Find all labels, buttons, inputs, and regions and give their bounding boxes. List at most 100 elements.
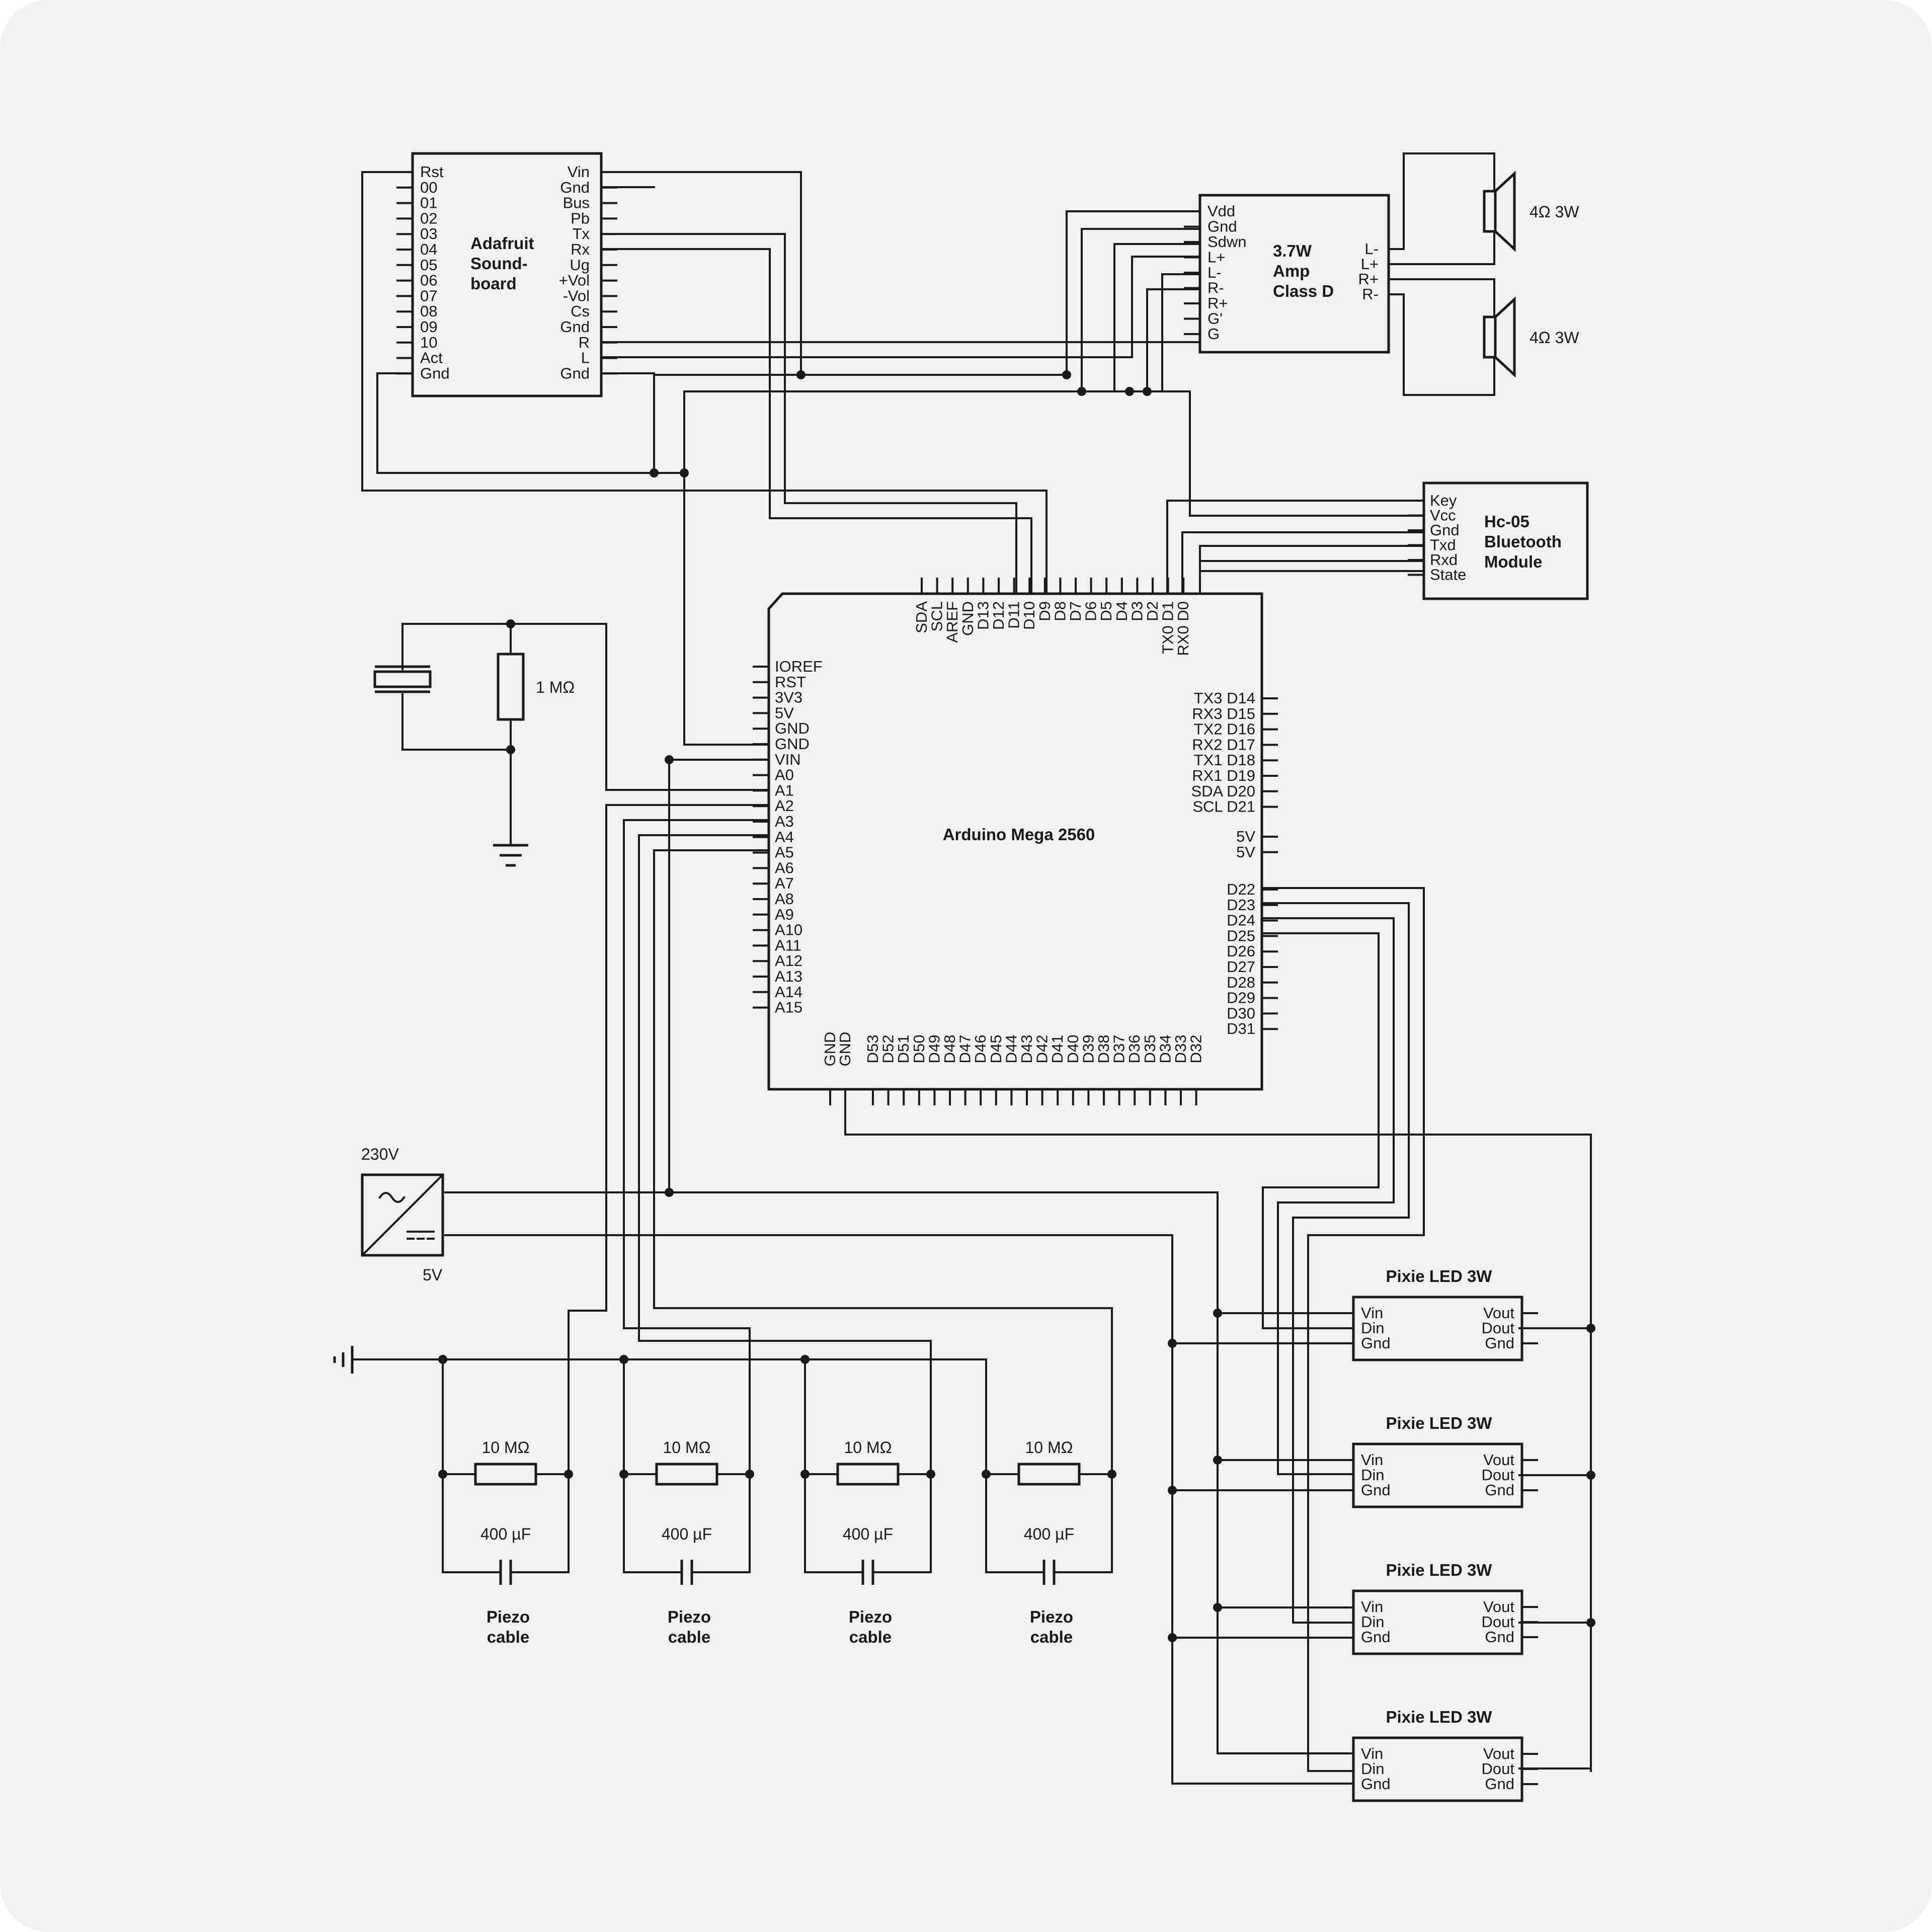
arduino-right-top-pin-4: TX1 D18 bbox=[1194, 751, 1255, 769]
arduino-right-top-pin-6: SDA D20 bbox=[1191, 782, 1255, 800]
arduino-bottom-pin-7: D48 bbox=[941, 1035, 958, 1064]
led-0-left-pin-2: Gnd bbox=[1361, 1334, 1391, 1352]
arduino-top-pin-4: D13 bbox=[974, 601, 992, 630]
arduino-right-bottom-pin-3: D25 bbox=[1227, 927, 1255, 944]
arduino-right-bottom-pin-8: D30 bbox=[1227, 1004, 1255, 1022]
led-3-left-pin-1: Din bbox=[1361, 1760, 1385, 1778]
arduino-right-5v-pin-0: 5V bbox=[1236, 828, 1255, 845]
power-input-label: 230V bbox=[361, 1145, 399, 1163]
amp-title-line-3: Class D bbox=[1273, 282, 1334, 300]
arduino-top-pin-2: AREF bbox=[943, 601, 961, 643]
amp-left-pin-5: R- bbox=[1208, 279, 1224, 297]
arduino-left-pin-22: A15 bbox=[775, 999, 802, 1016]
soundboard-right-pin-8: -Vol bbox=[563, 287, 590, 304]
arduino-left-pin-14: A7 bbox=[775, 874, 794, 892]
arduino-left-pin-19: A12 bbox=[775, 952, 802, 970]
soundboard-left-pin-12: Act bbox=[420, 349, 443, 367]
arduino-left-pin-18: A11 bbox=[775, 936, 801, 954]
arduino-bottom-pin-5: D50 bbox=[910, 1035, 928, 1064]
soundboard-right-pin-13: Gnd bbox=[560, 364, 590, 382]
arduino-bottom-pin-8: D47 bbox=[956, 1035, 974, 1064]
arduino-bottom-pin-6: D49 bbox=[925, 1035, 943, 1064]
led-0-right-pin-0: Vout bbox=[1483, 1304, 1514, 1322]
bluetooth-pin-1: Vcc bbox=[1430, 507, 1456, 524]
soundboard-right-pin-0: Vin bbox=[568, 163, 590, 181]
arduino-bottom-pin-16: D39 bbox=[1079, 1035, 1097, 1064]
arduino-top-pin-13: D4 bbox=[1113, 601, 1131, 621]
arduino-left-pin-8: A1 bbox=[775, 781, 794, 799]
led-3-left-pin-2: Gnd bbox=[1361, 1775, 1391, 1793]
arduino-top-pin-12: D5 bbox=[1097, 601, 1115, 621]
piezo-label-line-2-3: cable bbox=[1030, 1628, 1073, 1646]
soundboard-left-pin-2: 01 bbox=[420, 194, 437, 212]
speaker-bottom: 4Ω 3W bbox=[1483, 296, 1579, 378]
arduino-right-bottom-pin-9: D31 bbox=[1227, 1020, 1255, 1037]
soundboard-left-pin-11: 10 bbox=[420, 334, 437, 351]
led-1-right-pin-2: Gnd bbox=[1485, 1481, 1514, 1499]
piezo-label-line-2-2: cable bbox=[849, 1628, 892, 1646]
soundboard-right-pin-2: Bus bbox=[563, 194, 590, 212]
led-0-left-pin-1: Din bbox=[1361, 1319, 1385, 1337]
arduino-right-5v-pin-1: 5V bbox=[1236, 843, 1255, 861]
led-3-right-pin-1: Dout bbox=[1482, 1760, 1515, 1778]
arduino-top-pin-6: D11 bbox=[1005, 601, 1023, 629]
arduino-bottom-pin-21: D34 bbox=[1156, 1035, 1174, 1064]
junctions bbox=[438, 370, 1595, 1642]
arduino-right-top-pin-1: RX3 D15 bbox=[1192, 705, 1255, 722]
amp-right-pin-0: L- bbox=[1364, 240, 1379, 258]
arduino-left-pin-20: A13 bbox=[775, 968, 802, 985]
arduino-right-top-pin-7: SCL D21 bbox=[1192, 798, 1255, 816]
arduino-top-pin-9: D8 bbox=[1051, 601, 1069, 621]
arduino-right-top-pin-3: RX2 D17 bbox=[1192, 736, 1255, 753]
crystal-resistor-label: 1 MΩ bbox=[536, 678, 575, 696]
piezo-capacitor-icon-0 bbox=[499, 1560, 512, 1585]
soundboard-left-pin-5: 04 bbox=[420, 240, 437, 258]
arduino-bottom-pin-23: D32 bbox=[1187, 1035, 1205, 1064]
piezo-resistor-3 bbox=[1017, 1463, 1081, 1486]
bluetooth-pin-0: Key bbox=[1430, 492, 1457, 509]
crystal-circuit: 1 MΩ bbox=[373, 623, 575, 867]
led-3-right-pin-0: Vout bbox=[1483, 1745, 1514, 1762]
soundboard-left-pin-7: 06 bbox=[420, 272, 437, 289]
arduino-left-pin-10: A3 bbox=[775, 813, 794, 830]
piezo-capacitor-icon-3 bbox=[1042, 1560, 1056, 1585]
amp-left-pin-0: Vdd bbox=[1208, 202, 1235, 220]
piezo-resistor-0 bbox=[474, 1463, 537, 1486]
bluetooth-title-line-2: Bluetooth bbox=[1484, 532, 1562, 551]
speaker-top-label: 4Ω 3W bbox=[1530, 203, 1579, 221]
arduino-right-bottom-pin-0: D22 bbox=[1227, 880, 1255, 898]
power-output-label: 5V bbox=[423, 1266, 443, 1284]
led-title-2: Pixie LED 3W bbox=[1386, 1561, 1493, 1579]
arduino-bottom-pin-14: D41 bbox=[1049, 1035, 1066, 1064]
arduino-bottom-pin-22: D33 bbox=[1172, 1035, 1189, 1064]
arduino-right-bottom-pin-2: D24 bbox=[1227, 912, 1255, 929]
soundboard-left-pin-8: 07 bbox=[420, 287, 437, 304]
arduino-bottom-pin-11: D44 bbox=[1002, 1035, 1020, 1064]
arduino-bottom-pin-10: D45 bbox=[987, 1035, 1005, 1064]
arduino-bottom-pin-3: D52 bbox=[879, 1035, 897, 1064]
soundboard-right-pin-7: +Vol bbox=[559, 272, 590, 289]
arduino-bottom-pin-15: D40 bbox=[1064, 1035, 1082, 1064]
arduino-left-pin-2: 3V3 bbox=[775, 689, 802, 706]
bluetooth-pin-5: State bbox=[1430, 566, 1466, 584]
amp-left-pin-2: Sdwn bbox=[1208, 233, 1247, 251]
soundboard-right-pin-1: Gnd bbox=[560, 179, 590, 196]
arduino-right-top-pin-2: TX2 D16 bbox=[1194, 720, 1255, 738]
arduino-left-pin-17: A10 bbox=[775, 921, 802, 939]
soundboard-left-pin-13: Gnd bbox=[420, 364, 450, 382]
amp-right-pin-2: R+ bbox=[1358, 270, 1379, 288]
piezo-capacitor-icon-1 bbox=[680, 1560, 693, 1585]
piezo-capacitor-label-2: 400 µF bbox=[843, 1525, 893, 1543]
arduino-top-pin-17: RX0 D0 bbox=[1174, 601, 1192, 656]
arduino-bottom-pin-17: D38 bbox=[1095, 1035, 1112, 1064]
arduino-left-pin-12: A5 bbox=[775, 844, 794, 861]
arduino-bottom-pin-2: D53 bbox=[864, 1035, 881, 1064]
soundboard-right-pin-10: Gnd bbox=[560, 318, 590, 336]
soundboard-left-pin-4: 03 bbox=[420, 225, 437, 243]
